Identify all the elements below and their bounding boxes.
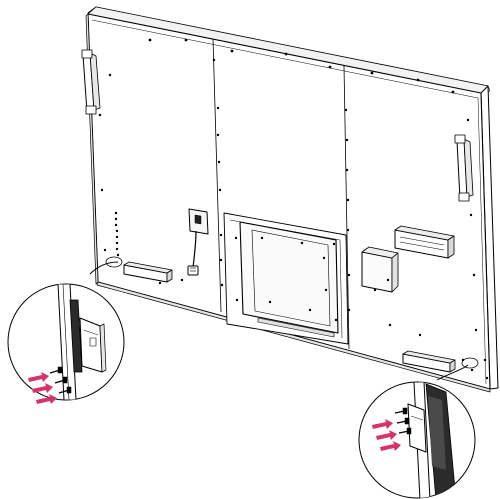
mounting-holes — [98, 38, 489, 380]
handle-top-left — [81, 49, 101, 115]
arrow-right-icon — [380, 441, 401, 451]
screw-icon — [54, 376, 68, 384]
screw-icon — [49, 366, 63, 374]
arrow-right-icon — [376, 430, 397, 440]
screw-icon — [398, 427, 412, 435]
arrow-right-icon — [36, 394, 57, 404]
right-callout-leader — [436, 364, 469, 381]
screw-icon — [58, 386, 72, 394]
bottom-right-bracket — [402, 350, 456, 373]
left-screws — [49, 366, 72, 394]
handle-right — [454, 134, 474, 202]
cable — [192, 230, 197, 269]
zoom-callout-icon — [358, 381, 476, 499]
zoom-callout-icon — [7, 283, 125, 404]
arrow-right-icon — [372, 419, 393, 429]
left-callout-leader — [89, 261, 119, 275]
arrow-right-icon — [28, 372, 49, 382]
left-arrows — [28, 372, 57, 404]
right-arrows — [372, 419, 401, 451]
bottom-left-bracket — [123, 261, 173, 283]
screw-icon — [394, 407, 408, 415]
screw-icon — [396, 417, 410, 425]
arrow-right-icon — [32, 383, 53, 393]
display-back-panel — [81, 6, 499, 393]
junction-box — [361, 251, 393, 293]
vesa-plate — [239, 221, 339, 334]
left-gasket — [69, 299, 83, 373]
side-button-column — [114, 211, 120, 257]
right-screws — [394, 407, 412, 435]
